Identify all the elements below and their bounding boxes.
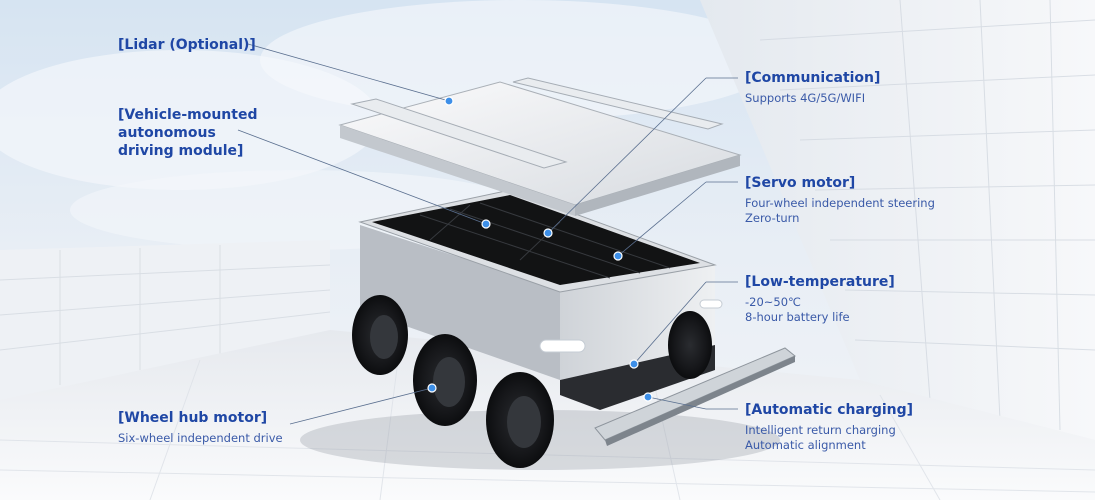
low-temperature-desc: -20~50℃ 8-hour battery life [745, 295, 895, 325]
low-temperature-desc-line: 8-hour battery life [745, 310, 850, 324]
low-temperature-desc-line: -20~50℃ [745, 295, 801, 309]
label-automatic-charging: [Automatic charging] Intelligent return … [745, 401, 913, 453]
vehicle-module-title-line: [Vehicle-mounted [118, 107, 258, 123]
servo-desc-line: Four-wheel independent steering [745, 196, 935, 210]
label-servo: [Servo motor] Four-wheel independent ste… [745, 174, 935, 226]
communication-desc: Supports 4G/5G/WIFI [745, 91, 866, 105]
automatic-charging-desc: Intelligent return charging Automatic al… [745, 423, 913, 453]
lidar-title: [Lidar (Optional)] [118, 37, 256, 53]
low-temperature-title: [Low-temperature] [745, 274, 895, 290]
label-communication: [Communication] Supports 4G/5G/WIFI [745, 69, 880, 106]
vehicle-module-title-line: driving module] [118, 143, 244, 159]
label-low-temperature: [Low-temperature] -20~50℃ 8-hour battery… [745, 273, 895, 325]
vehicle-module-title: [Vehicle-mounted autonomous driving modu… [118, 106, 257, 160]
automatic-charging-desc-line: Intelligent return charging [745, 423, 896, 437]
communication-title: [Communication] [745, 70, 881, 86]
vehicle-module-title-line: autonomous [118, 125, 216, 141]
leader-lines [237, 43, 738, 425]
label-vehicle-module: [Vehicle-mounted autonomous driving modu… [118, 106, 257, 160]
servo-title: [Servo motor] [745, 175, 856, 191]
label-wheel-hub: [Wheel hub motor] Six-wheel independent … [118, 409, 283, 446]
automatic-charging-desc-line: Automatic alignment [745, 438, 866, 452]
callout-dots [427, 96, 653, 402]
servo-desc: Four-wheel independent steering Zero-tur… [745, 196, 935, 226]
wheel-hub-desc: Six-wheel independent drive [118, 431, 283, 445]
servo-desc-line: Zero-turn [745, 211, 800, 225]
robot-illustration [300, 77, 796, 470]
wheel-hub-title: [Wheel hub motor] [118, 410, 268, 426]
label-lidar: [Lidar (Optional)] [118, 36, 256, 54]
automatic-charging-title: [Automatic charging] [745, 402, 914, 418]
